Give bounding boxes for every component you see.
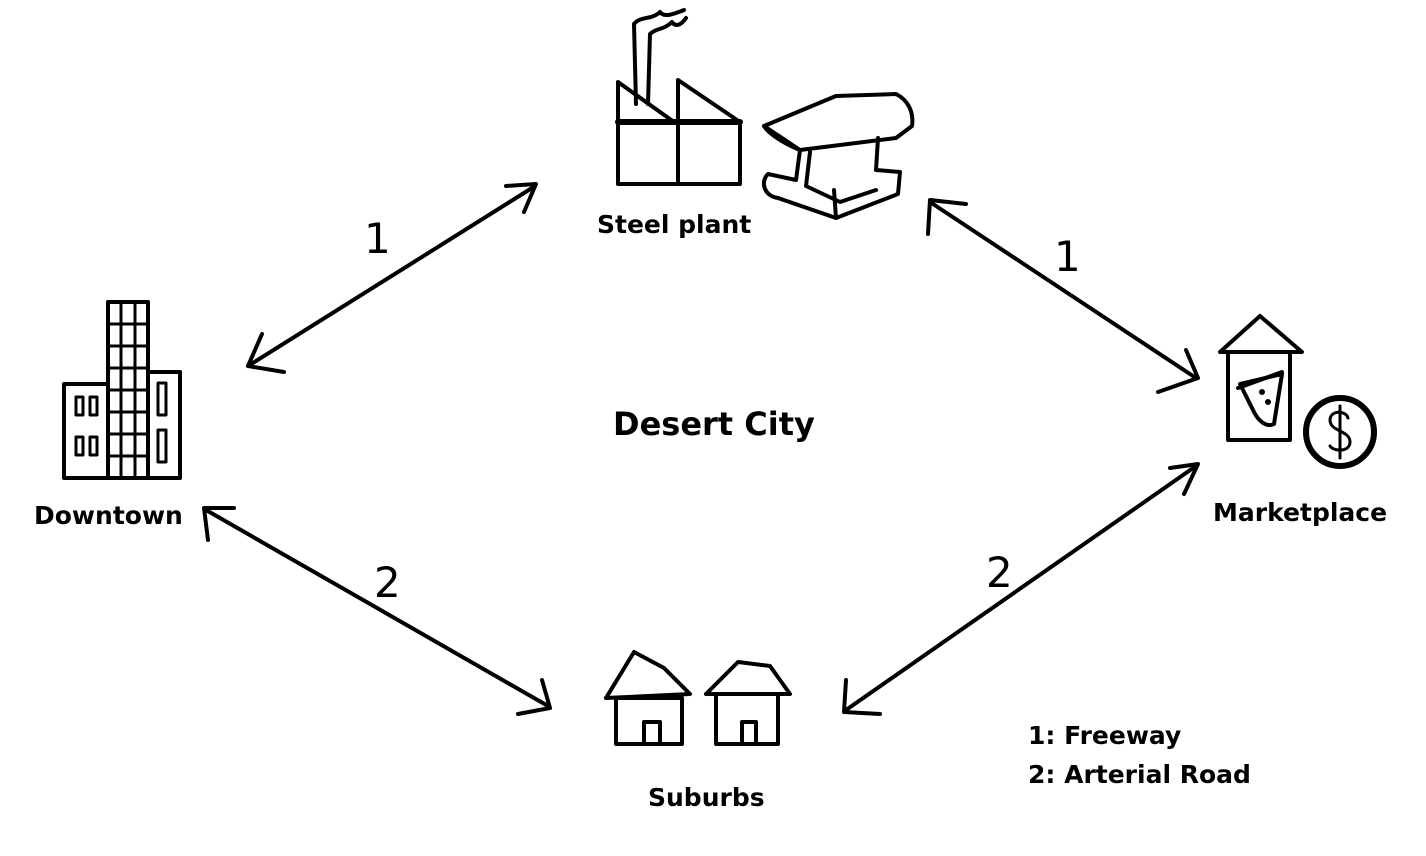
marketplace-shop-icon (1218, 314, 1304, 442)
diagram-title: Desert City (613, 405, 815, 443)
legend: 1: Freeway 2: Arterial Road (1028, 716, 1251, 794)
edge-downtown-suburbs-arrow (202, 506, 552, 716)
edge-label-suburbs-market: 2 (986, 548, 1013, 597)
node-label-steel-plant: Steel plant (597, 210, 752, 239)
legend-item-arterial-road: 2: Arterial Road (1028, 760, 1251, 789)
steel-beam-icon (761, 92, 915, 220)
legend-item-freeway: 1: Freeway (1028, 721, 1182, 750)
edge-label-downtown-steel: 1 (364, 214, 391, 263)
node-label-marketplace: Marketplace (1213, 498, 1388, 527)
node-label-suburbs: Suburbs (648, 783, 765, 812)
edge-downtown-steel-arrow (246, 182, 538, 374)
factory-icon (615, 8, 743, 186)
node-label-downtown: Downtown (34, 501, 183, 530)
edge-label-downtown-suburbs: 2 (374, 558, 401, 607)
downtown-buildings-icon (62, 300, 182, 480)
dollar-coin-icon (1303, 395, 1377, 469)
edge-steel-market-arrow (926, 198, 1200, 394)
suburbs-houses-icon (604, 650, 792, 746)
edge-label-steel-market: 1 (1054, 232, 1081, 281)
edge-suburbs-market-arrow (842, 462, 1200, 716)
